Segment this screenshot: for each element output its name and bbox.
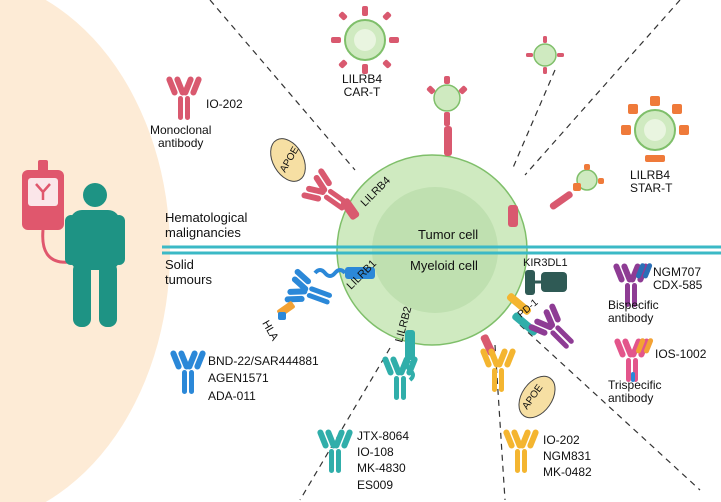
- monoclonal-type-line-2: antibody: [158, 136, 204, 151]
- kir3dl1-label: KIR3DL1: [523, 257, 568, 269]
- star-t-binding-cell-icon: [549, 164, 604, 210]
- lilrb1-drug-antibody-icon: [169, 349, 207, 394]
- apoe-antibody-icon: [479, 347, 517, 392]
- apoe-drug-2: NGM831: [543, 449, 592, 464]
- lilrb1-receptor-icon: [313, 267, 375, 279]
- iv-bag-icon: [22, 160, 94, 264]
- trispecific-drug-label: IOS-1002: [655, 347, 707, 361]
- lilrb1-drugs-label: BND-22/SAR444881 AGEN1571 ADA-011: [208, 353, 319, 405]
- lilrb1-drug-1: BND-22/SAR444881: [208, 354, 319, 368]
- bispecific-drugs-label: NGM707 CDX-585: [653, 265, 703, 293]
- star-t-cell-icon: [621, 96, 689, 162]
- bispecific-antibody-icon: [612, 262, 653, 307]
- star-t-line-1: LILRB4: [630, 168, 671, 182]
- star-t-line-2: STAR-T: [630, 181, 673, 196]
- trispecific-type-line-2: antibody: [608, 391, 654, 406]
- bispecific-type-label: Bispecific antibody: [608, 298, 659, 326]
- lilrb2-drug-4: ES009: [357, 477, 394, 492]
- lilrb2-drug-antibody-icon: [316, 428, 354, 473]
- monoclonal-drug-label: IO-202: [206, 97, 243, 111]
- solid-line-2: tumours: [165, 271, 212, 287]
- lilrb2-drugs-label: JTX-8064 IO-108 MK-4830 ES009: [357, 428, 409, 493]
- car-t-binding-cell-icon: [426, 76, 468, 156]
- lilrb2-drug-1: JTX-8064: [357, 429, 410, 443]
- trispecific-type-label: Trispecific antibody: [608, 378, 662, 406]
- lilrb2-drug-3: MK-4830: [357, 461, 406, 476]
- lilrb1-drug-3: ADA-011: [208, 388, 256, 403]
- car-t-cell-icon: [331, 6, 399, 74]
- car-t-label: LILRB4 CAR-T: [342, 72, 383, 100]
- apoe-bottom-icon: [518, 375, 556, 419]
- solid-line-1: Solid: [165, 257, 194, 272]
- kir3dl1-receptor-icon: [525, 270, 567, 295]
- bispecific-drug-2: CDX-585: [653, 278, 703, 293]
- hla-icon: [277, 301, 295, 320]
- apoe-drug-3: MK-0482: [543, 465, 592, 480]
- monoclonal-type-line-1: Monoclonal: [150, 123, 212, 137]
- trispecific-antibody-icon: [613, 337, 654, 382]
- car-t-small-cell-icon: [526, 36, 564, 74]
- patient-icon: [65, 183, 125, 327]
- apoe-drug-antibody-icon: [502, 428, 540, 473]
- trispecific-type-line-1: Trispecific: [608, 378, 662, 392]
- lilrb2-drug-2: IO-108: [357, 445, 394, 460]
- star-t-label: LILRB4 STAR-T: [630, 168, 673, 196]
- bispecific-type-line-1: Bispecific: [608, 298, 659, 312]
- bispecific-type-line-2: antibody: [608, 311, 654, 326]
- hla-label: HLA: [259, 319, 280, 344]
- myeloid-cell-label: Myeloid cell: [410, 258, 478, 273]
- car-t-line-1: LILRB4: [342, 72, 383, 86]
- hematological-line-1: Hematological: [165, 210, 248, 225]
- cell-nucleus: [372, 187, 498, 313]
- bispecific-drug-1: NGM707: [653, 265, 702, 279]
- monoclonal-antibody-icon: [165, 75, 203, 120]
- apoe-top-icon: [270, 138, 306, 182]
- hematological-label: Hematological malignancies: [165, 210, 248, 240]
- section-divider: [162, 245, 721, 255]
- monoclonal-type-label: Monoclonal antibody: [150, 123, 212, 151]
- apoe-drug-1: IO-202: [543, 433, 580, 447]
- tumor-cell-label: Tumor cell: [418, 227, 479, 242]
- lilrb4-receptor-antibody-icon: [299, 165, 360, 222]
- hematological-line-2: malignancies: [165, 224, 241, 240]
- car-t-line-2: CAR-T: [343, 85, 381, 100]
- lilrb4-receptor-right: [508, 205, 518, 227]
- solid-tumours-label: Solid tumours: [165, 257, 212, 287]
- lilrb1-drug-2: AGEN1571: [208, 371, 269, 386]
- apoe-drugs-label: IO-202 NGM831 MK-0482: [543, 432, 592, 481]
